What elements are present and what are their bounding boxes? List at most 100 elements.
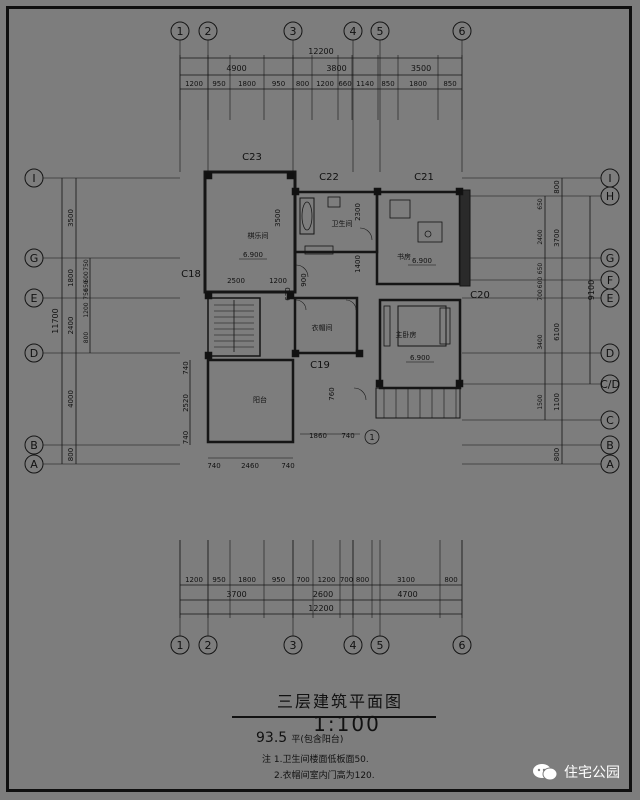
dim-bottom-fine: 950 — [212, 576, 225, 584]
dim-left-fine: 740 — [182, 431, 190, 444]
grid-bubble-top-4-label: 4 — [350, 25, 357, 38]
grid-bubble-left-I-label: I — [32, 172, 35, 185]
dim-bottom-total: 12200 — [308, 604, 333, 613]
inner-dim: 760 — [328, 387, 336, 400]
dim-top-fine: 800 — [296, 80, 309, 88]
inner-dim: 740 — [341, 432, 354, 440]
wall-column — [373, 187, 382, 196]
level-mark: 6.900 — [243, 251, 263, 259]
dim-bottom-fine: 700 — [340, 576, 353, 584]
dim-left: 2400 — [67, 317, 75, 335]
toilet — [327, 196, 341, 208]
grid-bubble-left-D-label: D — [30, 347, 38, 360]
wall-column — [286, 171, 295, 180]
grid-bubble-bottom-1-label: 1 — [177, 639, 184, 652]
dim-bottom-mid: 2600 — [313, 590, 333, 599]
dim-left-fine: 800 — [83, 332, 90, 344]
grid-bubble-left-E-label: E — [31, 292, 38, 305]
dim-right-outer: 9100 — [587, 280, 596, 300]
dim-top-fine: 660 — [338, 80, 351, 88]
grid-bubble-right-I-label: I — [608, 172, 611, 185]
area-unit: 平(包含阳台) — [291, 735, 344, 745]
bathtub-basin — [301, 201, 313, 231]
inner-dim: 2300 — [354, 203, 362, 221]
window-tag-c19: C19 — [310, 360, 330, 371]
inner-dim: 1400 — [354, 255, 362, 273]
inner-dim: 740 — [207, 462, 220, 470]
inner-dim: 1200 — [269, 277, 287, 285]
dim-left-fine: 1200 — [83, 302, 90, 317]
bed — [397, 305, 447, 347]
headboard — [439, 307, 451, 345]
note-1: 注 1.卫生间楼面低板面50. — [262, 755, 369, 765]
grid-bubble-right-G-label: G — [606, 252, 615, 265]
dim-bottom-fine: 800 — [356, 576, 369, 584]
section-mark — [364, 429, 380, 445]
dim-right-mid: 3700 — [553, 229, 561, 247]
dim-right-mid: 1100 — [553, 393, 561, 411]
wall-column — [375, 379, 384, 388]
drawing-frame — [6, 6, 632, 792]
dim-bottom-fine: 1200 — [185, 576, 203, 584]
dim-bottom-fine: 1800 — [238, 576, 256, 584]
area-value: 93.5 — [256, 730, 288, 746]
room-label: 阳台 — [253, 395, 267, 404]
dim-top-total: 12200 — [308, 47, 333, 56]
chat-bubbles-icon — [532, 762, 558, 782]
dim-bottom-fine: 3100 — [397, 576, 415, 584]
desk-lamp — [424, 230, 432, 238]
inner-dim: 670 — [284, 287, 292, 300]
dim-right-inner: 2400 — [537, 229, 544, 244]
dim-left-fine: 750 — [83, 259, 90, 271]
grid-bubble-bottom-3-label: 3 — [290, 639, 297, 652]
watermark-text: 住宅公园 — [564, 765, 620, 781]
grid-bubble-left-B-label: B — [30, 439, 38, 452]
room-closet — [293, 296, 359, 355]
window-tag-c22: C22 — [319, 172, 339, 183]
grid-bubble-right-B-label: B — [606, 439, 614, 452]
grid-bubble-right-C-label: C — [606, 414, 614, 427]
dim-right-inner: 700 — [537, 289, 544, 301]
dim-right-mid: 800 — [553, 448, 561, 461]
level-mark: 6.900 — [410, 354, 430, 362]
door-swing — [345, 299, 357, 311]
grid-bubble-right-E-label: E — [607, 292, 614, 305]
desk — [417, 221, 443, 243]
wall-column — [204, 171, 213, 180]
dim-top-fine: 1800 — [238, 80, 256, 88]
section-mark-label: 1 — [369, 433, 374, 442]
room-label: 卫生间 — [332, 219, 353, 228]
room-study — [375, 190, 462, 286]
inner-dim: 900 — [300, 273, 308, 286]
inner-dim: 3500 — [274, 209, 282, 227]
dim-right-inner: 3400 — [537, 334, 544, 349]
grid-bubble-top-1-label: 1 — [177, 25, 184, 38]
wall-column — [204, 291, 213, 300]
grid-bubble-top-5-label: 5 — [377, 25, 384, 38]
grid-bubble-left-G-label: G — [30, 252, 39, 265]
dim-bottom-fine: 800 — [444, 576, 457, 584]
grid-bubble-top-2-label: 2 — [205, 25, 212, 38]
dim-top-mid: 3800 — [326, 64, 346, 73]
inner-dim: 1860 — [309, 432, 327, 440]
grid-bubble-bottom-4-label: 4 — [350, 639, 357, 652]
room-label: 主卧房 — [396, 330, 417, 339]
wall-right — [459, 189, 471, 287]
title-underline — [232, 716, 436, 718]
watermark: 住宅公园 — [532, 762, 620, 782]
wall-column — [286, 291, 295, 300]
drawing-caption: 三层建筑平面图 1:100 — [240, 688, 440, 736]
dim-top-fine: 1200 — [316, 80, 334, 88]
room-label: 书房 — [397, 252, 411, 261]
grid-bubble-top-3-label: 3 — [290, 25, 297, 38]
level-mark: 6.900 — [412, 257, 432, 265]
inner-dim: 2500 — [227, 277, 245, 285]
dim-right-mid: 800 — [553, 180, 561, 193]
window-tag-c18: C18 — [181, 269, 201, 280]
window-tag-c21: C21 — [414, 172, 434, 183]
dim-left-fine: 750 — [83, 288, 90, 300]
dim-left: 800 — [67, 448, 75, 461]
dim-left: 4000 — [67, 390, 75, 408]
dim-top-mid: 4900 — [226, 64, 246, 73]
